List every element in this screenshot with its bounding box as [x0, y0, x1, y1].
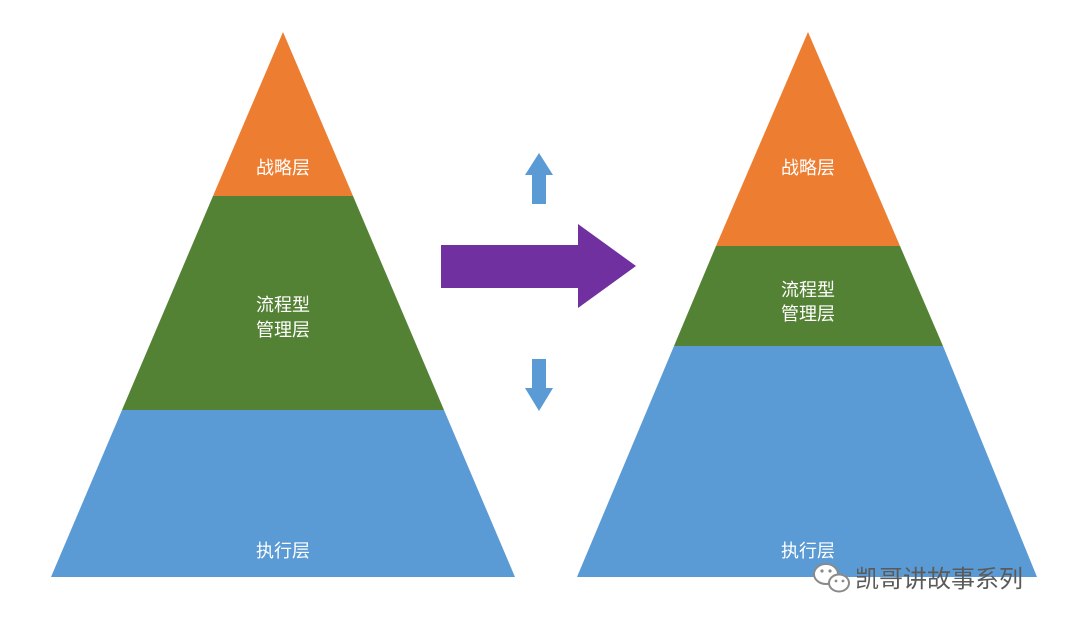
wechat-icon [813, 563, 850, 593]
up-arrow-icon [525, 153, 553, 204]
left-top-layer [213, 32, 353, 196]
right-bottom-label: 执行层 [781, 541, 835, 562]
left-bottom-label: 执行层 [256, 541, 310, 562]
right-arrow-icon [441, 224, 636, 308]
left-pyramid: 战略层 流程型 管理层 执行层 [51, 32, 515, 577]
left-middle-layer [122, 196, 444, 410]
left-bottom-layer [51, 410, 515, 577]
watermark-text: 凯哥讲故事系列 [855, 565, 1023, 593]
right-middle-layer [674, 246, 943, 346]
left-middle-label-line1: 流程型 [256, 295, 310, 316]
right-bottom-layer [577, 346, 1037, 577]
left-middle-label-line2: 管理层 [256, 320, 310, 341]
right-top-label: 战略层 [781, 158, 835, 179]
right-middle-label-line1: 流程型 [781, 280, 835, 301]
right-top-layer [716, 32, 900, 246]
watermark: 凯哥讲故事系列 [813, 563, 1023, 593]
down-arrow-icon [525, 359, 553, 411]
left-top-label: 战略层 [256, 158, 310, 179]
right-pyramid: 战略层 流程型 管理层 执行层 [577, 32, 1037, 577]
right-middle-label-line2: 管理层 [781, 304, 835, 325]
